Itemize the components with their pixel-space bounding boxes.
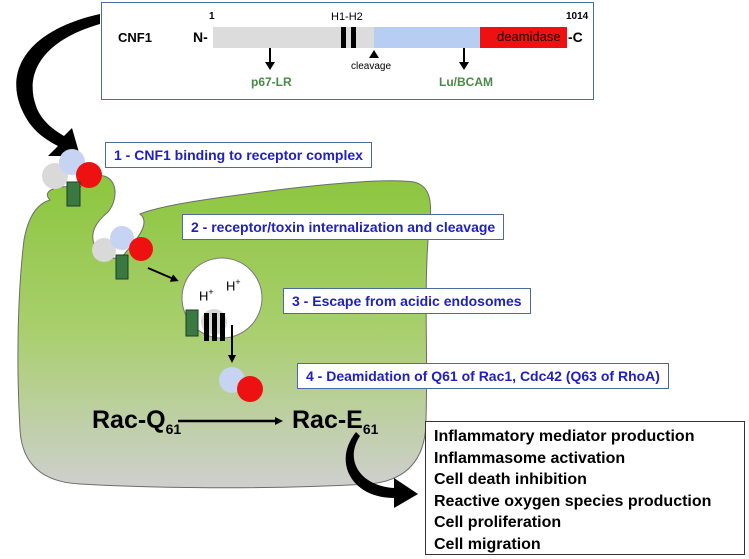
rac-product-residue: 61 xyxy=(362,421,379,437)
curved-arrow-entry xyxy=(16,14,100,156)
effect-item: Cell death inhibition xyxy=(434,471,587,488)
step-2-box: 2 - receptor/toxin internalization and c… xyxy=(182,214,505,240)
domain-map-box xyxy=(101,2,594,100)
receptor-n-label: p67-LR xyxy=(251,75,292,89)
rac-product: Rac-E61 xyxy=(292,406,379,437)
downstream-effects-box: Inflammatory mediator production Inflamm… xyxy=(425,421,745,555)
effect-item: Reactive oxygen species production xyxy=(434,492,712,510)
end-residue: 1014 xyxy=(566,11,589,22)
hinge-label: H1-H2 xyxy=(331,11,363,23)
step-3-box: 3 - Escape from acidic endosomes xyxy=(283,288,531,314)
protein-name: CNF1 xyxy=(118,30,152,45)
effect-item: Cell migration xyxy=(434,535,541,553)
rac-substrate-residue: 61 xyxy=(165,421,182,437)
rac-substrate: Rac-Q61 xyxy=(92,406,182,437)
step-1-box: 1 - CNF1 binding to receptor complex xyxy=(105,142,372,168)
deamidase-label: deamidase xyxy=(497,29,561,44)
cleavage-label: cleavage xyxy=(351,61,392,72)
effect-item: Cell proliferation xyxy=(434,514,562,531)
n-terminus-label: N- xyxy=(193,29,208,45)
toxin-receptor-complex-2 xyxy=(92,226,153,280)
proton-label-2: H+ xyxy=(226,277,241,294)
arrow-to-endosome xyxy=(147,267,179,282)
toxin-receptor-complex-1 xyxy=(42,149,102,207)
start-residue: 1 xyxy=(209,11,215,22)
proton-charge-1: + xyxy=(208,287,214,297)
proton-charge-2: + xyxy=(235,277,241,287)
step-4-box: 4 - Deamidation of Q61 of Rac1, Cdc42 (Q… xyxy=(297,363,669,389)
receptor-c-label: Lu/BCAM xyxy=(439,75,493,89)
released-deamidase xyxy=(219,367,263,402)
endosome-cargo xyxy=(185,309,227,341)
proton-label-1: H+ xyxy=(199,287,214,304)
effect-item: Inflammatory mediator production xyxy=(434,428,695,445)
curved-arrow-effects xyxy=(345,432,418,508)
c-terminus-label: -C xyxy=(568,29,583,45)
effect-item: Inflammasome activation xyxy=(434,449,626,467)
